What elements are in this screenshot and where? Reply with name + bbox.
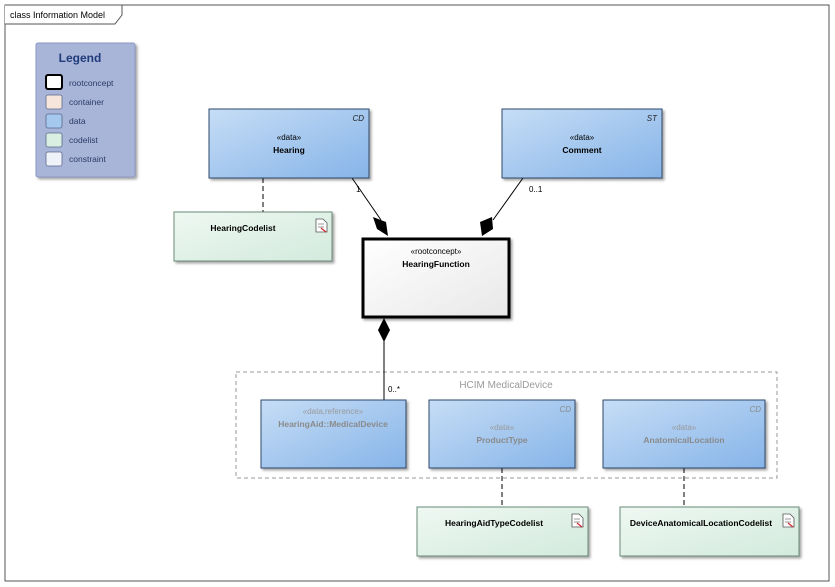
class-stereotype: «data» (277, 133, 302, 142)
class-medical-device[interactable]: «data,reference» HearingAid::MedicalDevi… (260, 399, 407, 469)
class-name: Comment (562, 145, 601, 155)
class-type: CD (749, 405, 761, 414)
multiplicity-medical-device: 0..* (388, 385, 400, 394)
document-icon (571, 513, 584, 528)
class-stereotype: «data» (490, 423, 515, 432)
class-comment[interactable]: ST «data» Comment (501, 108, 663, 179)
codelist-name: HearingAidTypeCodelist (445, 518, 543, 528)
legend-item-label: data (69, 116, 86, 126)
class-name: HearingAid::MedicalDevice (278, 419, 388, 429)
legend-item-container: container (45, 94, 104, 110)
class-product-type[interactable]: CD «data» ProductType (428, 399, 576, 469)
legend-item-label: container (69, 97, 104, 107)
class-name: Hearing (273, 145, 305, 155)
class-stereotype: «data» (570, 133, 595, 142)
frame-title: class Information Model (10, 10, 105, 20)
composition-diamond-comment (480, 217, 493, 236)
legend-item-label: rootconcept (69, 78, 114, 88)
connectors: 1 0..1 0..* (262, 177, 685, 507)
class-stereotype: «data» (672, 423, 697, 432)
legend-item-label: constraint (69, 154, 106, 164)
codelist-hearing-aid-type[interactable]: HearingAidTypeCodelist (416, 506, 589, 557)
codelist-name: DeviceAnatomicalLocationCodelist (630, 518, 772, 528)
legend-item-constraint: constraint (45, 151, 106, 167)
codelist-name: HearingCodelist (210, 223, 275, 233)
package-name: HCIM MedicalDevice (459, 380, 553, 391)
class-type: CD (559, 405, 571, 414)
multiplicity-comment: 0..1 (529, 185, 543, 194)
class-type: ST (647, 114, 658, 123)
legend-item-codelist: codelist (45, 132, 98, 148)
association-comment (492, 177, 524, 221)
multiplicity-hearing: 1 (356, 185, 361, 194)
legend-title: Legend (59, 51, 102, 65)
codelist-device-location[interactable]: DeviceAnatomicalLocationCodelist (619, 506, 800, 557)
composition-diamond-hearing (373, 217, 388, 236)
class-hearing[interactable]: CD «data» Hearing (208, 108, 370, 179)
diagram-frame: class Information Model (4, 4, 830, 582)
legend-item-data: data (45, 113, 86, 129)
class-hearing-function[interactable]: «rootconcept» HearingFunction (361, 237, 511, 319)
legend-item-rootconcept: rootconcept (45, 74, 114, 90)
codelist-hearing[interactable]: HearingCodelist (173, 211, 333, 262)
class-type: CD (352, 114, 364, 123)
class-stereotype: «rootconcept» (411, 247, 462, 256)
composition-diamond-medical-device (378, 318, 390, 342)
package-hcim-medicaldevice[interactable]: HCIM MedicalDevice (235, 371, 778, 479)
class-name: ProductType (476, 435, 528, 445)
class-name: AnatomicalLocation (643, 435, 724, 445)
document-icon (315, 218, 328, 233)
association-hearing (351, 177, 382, 221)
legend-item-label: codelist (69, 135, 98, 145)
class-stereotype: «data,reference» (303, 407, 364, 416)
class-name: HearingFunction (402, 259, 470, 269)
document-icon (782, 513, 795, 528)
class-anatomical-location[interactable]: CD «data» AnatomicalLocation (602, 399, 766, 469)
legend: Legend rootconcept container data codeli… (35, 42, 136, 178)
